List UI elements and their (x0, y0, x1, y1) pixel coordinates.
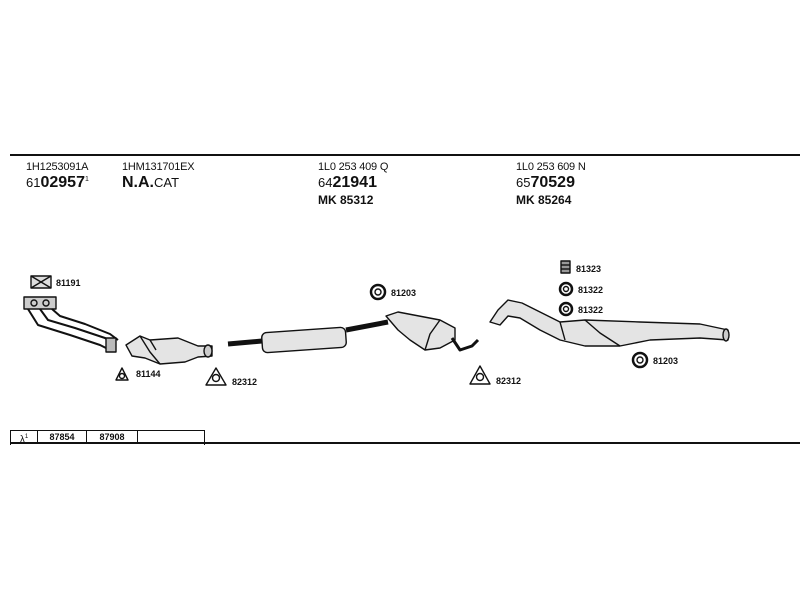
oe-number: 1H1253091A (26, 161, 89, 173)
rubber-ring-icon (631, 351, 649, 369)
bottom-rule (10, 442, 800, 444)
part-number: 6421941 (318, 174, 377, 191)
gasket-icon (115, 367, 129, 381)
table-cell: 87854 (38, 431, 87, 444)
rear-silencer-icon (489, 299, 730, 347)
part-number: 61029571 (26, 174, 89, 191)
bottom-table (10, 430, 205, 445)
label-ring-2: 81322 (578, 285, 604, 295)
column-3: 1L0 253 409 Q 6421941 MK 85312 (318, 161, 388, 207)
column-2: 1HM131701EX N.A.CAT (122, 161, 195, 192)
oe-number: 1L0 253 409 Q (318, 161, 389, 173)
column-4: 1L0 253 609 N 6570529 MK 85264 (516, 161, 586, 207)
middle-pipe-icon (227, 319, 389, 354)
hanger-icon (560, 260, 571, 274)
front-pipe-icon (23, 296, 119, 353)
label-hanger: 81323 (576, 264, 602, 274)
mk-number: MK 85264 (516, 193, 572, 207)
clamp-icon (205, 367, 227, 386)
top-rule (10, 154, 800, 156)
label-ring-3: 81322 (578, 305, 604, 315)
gasket-icon (30, 275, 52, 289)
part-number: N.A.CAT (122, 174, 180, 191)
part-number: 6570529 (516, 174, 575, 191)
label-clamp-1: 82312 (232, 377, 258, 387)
label-ring-4: 81203 (653, 356, 679, 366)
lambda-cell: λ1 (11, 431, 38, 445)
oe-number: 1L0 253 609 N (516, 161, 586, 173)
rubber-ring-icon (558, 281, 574, 297)
column-1: 1H1253091A 61029571 (26, 161, 89, 192)
label-gasket: 81191 (56, 278, 81, 288)
label-ring-1: 81203 (391, 288, 417, 298)
rubber-ring-icon (558, 301, 574, 317)
table-cell: 87908 (87, 431, 138, 444)
mk-number: MK 85312 (318, 193, 374, 207)
rubber-ring-icon (369, 283, 387, 301)
clamp-icon (469, 365, 491, 385)
front-silencer-icon (385, 311, 480, 352)
oe-number: 1HM131701EX (122, 161, 195, 173)
label-clamp-2: 82312 (496, 376, 522, 386)
catalytic-converter-icon (125, 335, 213, 365)
label-gasket-2: 81144 (136, 369, 161, 379)
